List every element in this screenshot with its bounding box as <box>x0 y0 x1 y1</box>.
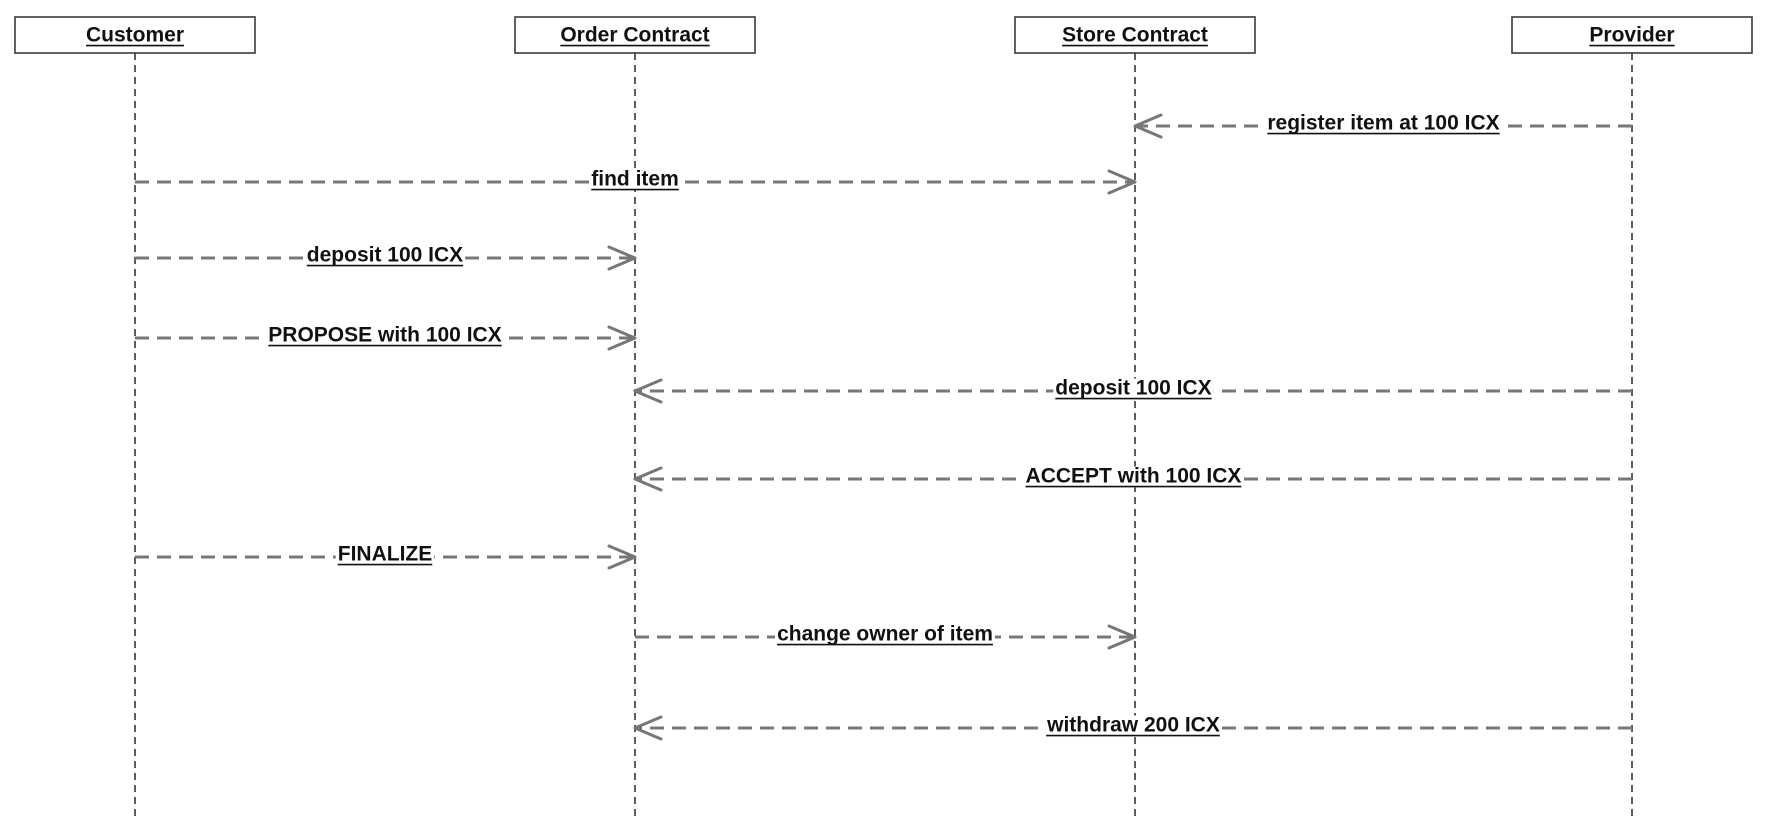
message-label-background <box>335 544 435 566</box>
arrowhead-icon <box>607 245 637 271</box>
message-label: ACCEPT with 100 ICX <box>1026 465 1242 488</box>
message-label-background <box>1023 466 1244 488</box>
message-label-background <box>775 624 995 646</box>
message-8: change owner of item <box>635 623 1137 650</box>
message-label-background <box>1053 378 1214 400</box>
actor-box <box>514 16 756 54</box>
message-label: FINALIZE <box>338 543 433 566</box>
message-label-background <box>1044 715 1222 737</box>
lifelines <box>134 53 1633 818</box>
actor-box <box>14 16 256 54</box>
message-1: register item at 100 ICX <box>1133 112 1632 139</box>
actor-customer: Customer <box>14 16 256 54</box>
actor-order: Order Contract <box>514 16 756 54</box>
arrowhead-icon <box>633 715 663 741</box>
arrowhead-icon <box>1133 113 1163 139</box>
actor-label: Provider <box>1589 24 1674 47</box>
message-label: PROPOSE with 100 ICX <box>268 324 501 347</box>
actor-label: Store Contract <box>1062 24 1208 47</box>
arrowhead-icon <box>633 466 663 492</box>
message-label: deposit 100 ICX <box>1055 377 1211 400</box>
actor-box <box>1511 16 1753 54</box>
actor-store: Store Contract <box>1014 16 1256 54</box>
message-label-background <box>1265 113 1502 135</box>
message-label-background <box>266 325 504 347</box>
message-label: withdraw 200 ICX <box>1046 714 1220 737</box>
message-label: change owner of item <box>777 623 993 646</box>
actor-label: Customer <box>86 24 184 47</box>
actors: Customer Order Contract Store Contract Prov… <box>14 16 1753 54</box>
message-2: find item <box>135 168 1137 195</box>
message-label: deposit 100 ICX <box>307 244 463 267</box>
message-7: FINALIZE <box>135 543 637 570</box>
message-6: ACCEPT with 100 ICX <box>633 465 1632 492</box>
actor-provider: Provider <box>1511 16 1753 54</box>
message-5: deposit 100 ICX <box>633 377 1632 404</box>
messages: register item at 100 ICX find item deposit… <box>135 112 1632 741</box>
arrowhead-icon <box>633 378 663 404</box>
message-label: find item <box>591 168 679 191</box>
message-4: PROPOSE with 100 ICX <box>135 324 637 351</box>
message-label-background <box>304 245 466 267</box>
arrowhead-icon <box>1107 624 1137 650</box>
actor-label: Order Contract <box>560 24 709 47</box>
message-9: withdraw 200 ICX <box>633 714 1632 741</box>
message-3: deposit 100 ICX <box>135 244 637 271</box>
message-label: register item at 100 ICX <box>1267 112 1499 135</box>
message-label-background <box>589 169 681 191</box>
actor-box <box>1014 16 1256 54</box>
arrowhead-icon <box>607 544 637 570</box>
arrowhead-icon <box>607 325 637 351</box>
arrowhead-icon <box>1107 169 1137 195</box>
